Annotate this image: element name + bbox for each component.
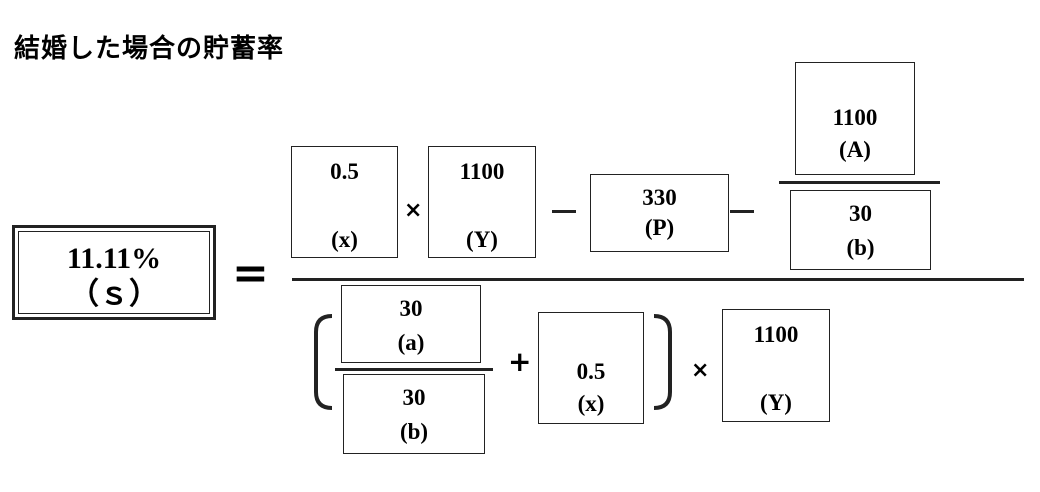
x-box-denominator: 0.5 (x) [538,312,644,424]
b-label: (b) [846,235,875,260]
A-value: 1100 [832,105,878,130]
x-label: (x) [331,227,358,252]
result-box: 11.11% （ｓ） [12,225,216,320]
Y-label-denominator: (Y) [760,390,792,415]
A-label: (A) [839,137,871,162]
open-parenthesis [314,314,333,410]
x-box-numerator: 0.5 (x) [291,146,398,258]
result-variable: （ｓ） [69,278,159,311]
b-box-numerator: 30 (b) [790,190,931,270]
times-sign-denominator: × [691,358,710,383]
P-value: 330 [642,185,677,210]
sub-fraction-line-a-b [335,368,493,371]
a-box: 30 (a) [341,285,481,363]
P-box: 330 (P) [590,174,729,252]
close-parenthesis [653,314,672,410]
plus-sign: + [508,345,532,378]
b-value: 30 [849,201,872,226]
result-value: 11.11% [66,242,162,275]
page-title: 結婚した場合の貯蓄率 [14,34,285,64]
minus-sign-1 [552,210,576,213]
Y-value: 1100 [459,159,505,184]
A-box: 1100 (A) [795,62,915,175]
a-label: (a) [397,330,425,355]
b-value-denominator: 30 [402,385,426,410]
b-box-denominator: 30 (b) [343,374,485,454]
Y-box-numerator: 1100 (Y) [428,146,536,258]
equals-sign: = [232,248,269,299]
Y-value-denominator: 1100 [753,322,799,347]
P-label: (P) [644,215,675,240]
Y-box-denominator: 1100 (Y) [722,309,830,422]
x-label-denominator: (x) [577,391,605,416]
Y-label: (Y) [466,227,498,252]
x-value-denominator: 0.5 [576,359,606,384]
b-label-denominator: (b) [399,419,429,444]
a-value: 30 [399,296,423,321]
sub-fraction-line-A-b [779,181,940,184]
x-value: 0.5 [330,159,359,184]
minus-sign-2 [730,210,754,213]
times-sign-numerator: × [404,198,423,223]
main-fraction-line [292,278,1024,281]
